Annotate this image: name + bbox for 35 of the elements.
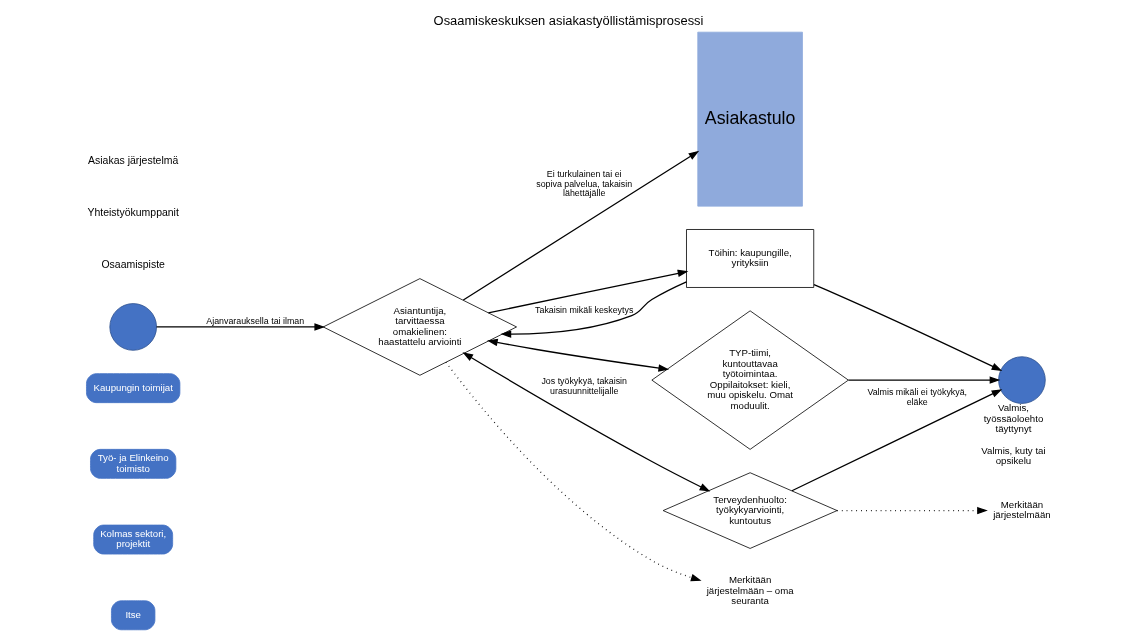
node-box: Kolmas sektori, projektit xyxy=(92,524,173,555)
arrow xyxy=(461,352,710,492)
node-text: Merkitään järjestelmään xyxy=(992,498,1051,521)
edge-label: Jos työkykyä, takaisin urasuunnittelijalle xyxy=(540,375,627,396)
edge-label: Valmis mikäli ei työkykyä, eläke xyxy=(866,387,967,407)
node-diamond: Terveydenhuolto: työkykyarviointi, kuntoutus xyxy=(662,472,837,549)
arrow xyxy=(487,269,688,314)
node-circle xyxy=(108,303,157,351)
label: Yhteistyökumppanit xyxy=(87,207,179,219)
node-box: Itse xyxy=(110,600,155,631)
arrow xyxy=(836,506,988,515)
arrow xyxy=(155,323,325,331)
node-text: Merkitään järjestelmään – oma seuranta xyxy=(706,574,794,607)
arrow xyxy=(444,361,702,582)
edge-label: Ajanvarauksella tai ilman xyxy=(205,316,304,327)
node-box: Työ- ja Elinkeino toimisto xyxy=(89,448,176,479)
arrow xyxy=(790,389,1002,492)
node-label: Valmis, kuty tai opsikelu xyxy=(980,444,1046,467)
node-box: Töihin: kaupungille, yrityksiin xyxy=(685,229,814,288)
arrow xyxy=(500,281,687,338)
node-box: Asiakastulo xyxy=(696,31,803,207)
node-diamond: Asiantuntija, tarvittaessa omakielinen: haastattelu arviointi xyxy=(322,278,517,376)
edge-label: Takaisin mikäli keskeytys xyxy=(534,305,633,316)
arrow xyxy=(486,338,669,372)
label: Asiakas järjestelmä xyxy=(87,154,178,166)
arrow xyxy=(847,376,1000,384)
diagram-title: Osaamiskeskuksen asiakastyöllistämisprosessi xyxy=(433,12,703,28)
node-box: Kaupungin toimijat xyxy=(85,373,180,404)
edge-label: Ei turkulainen tai ei sopiva palvelua, takaisin lähettäjälle xyxy=(535,168,632,199)
arrow xyxy=(812,284,1002,372)
arrow xyxy=(462,150,699,301)
label: Osaamispiste xyxy=(100,259,165,271)
node-diamond: TYP-tiimi, kuntouttavaa työtoimintaa. Oppilaitokset: kieli, muu opiskelu. Omat moduulit. xyxy=(650,310,849,450)
node-circle xyxy=(997,356,1046,404)
node-label: Valmis, työssäoloehto täyttynyt xyxy=(983,402,1043,435)
